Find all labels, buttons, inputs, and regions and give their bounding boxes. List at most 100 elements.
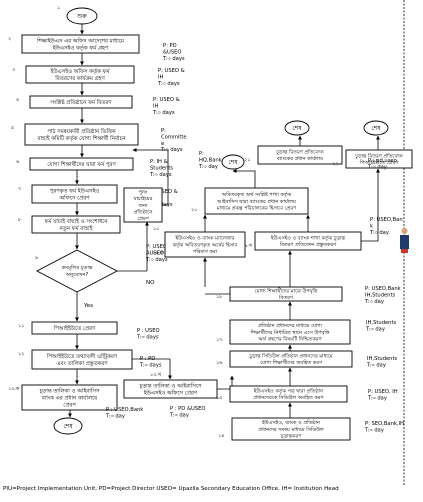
- end-terminal: [221, 154, 245, 170]
- agent-note: T:৩ day: [367, 164, 387, 170]
- agent-note: T:৩ day: [366, 362, 386, 368]
- left-box-9: [31, 349, 133, 370]
- agent-note: T:৩ day: [367, 395, 387, 401]
- footer-legend: PIU=Project Implementation Unit, PD=Proj…: [3, 486, 339, 492]
- end-terminal-label: শেষ: [371, 125, 381, 132]
- right-box-4: [254, 231, 362, 251]
- agent-note: T:৩ day: [364, 299, 384, 305]
- right-box-3-text: মাধ্যমে প্রকল্প পরিচালকের হিসাবে প্রেরণ: [216, 205, 297, 211]
- agent-note: P: USEO,Bank: [365, 286, 401, 292]
- no-label: NO: [146, 280, 155, 286]
- agent-note: P : USEO: [137, 328, 160, 334]
- agent-note: P:: [199, 151, 204, 157]
- person-icon: [400, 228, 409, 253]
- return-arrow: [132, 148, 169, 206]
- agent-note: P: SEO,Bank,IH: [365, 421, 404, 427]
- left-box-9-text: পিআইইউতে তথ্যাবলী এন্ট্রিকরণ: [46, 353, 118, 360]
- left-box-8-text: পিআইইউতে প্রেরণ: [53, 325, 96, 332]
- left-box-6-text: অফিসে প্রেরণ: [58, 195, 90, 201]
- step-number: ২০: [191, 208, 197, 213]
- decision-text: অনুমোদন?: [65, 272, 89, 278]
- agent-note: T:৩ days: [145, 257, 168, 263]
- right-box-9-text: ইউএসইও কর্তৃক পত্র দ্বারা প্রতিষ্ঠান: [253, 387, 324, 394]
- right-box-7-text: প্রতিষ্ঠান প্রধানদের মাধ্যমে যোগ্য: [258, 322, 323, 329]
- agent-note: T:৩ day: [169, 412, 189, 418]
- agent-note: P: USEO &: [153, 97, 180, 103]
- right-box-5-text: পরিমাণ করা: [193, 249, 218, 255]
- agent-note: T:৩ days: [136, 334, 159, 340]
- end-terminal: [284, 120, 310, 136]
- left-box-7: [31, 215, 121, 234]
- step-number: ১: [57, 6, 60, 11]
- left-box-4: [24, 123, 139, 146]
- agent-note: Committe: [161, 134, 187, 140]
- end-terminal: [363, 120, 389, 136]
- agent-note: P:: [161, 128, 166, 134]
- step-number: ১০: [153, 227, 159, 232]
- left-box-1-text: শিক্ষাইউএস এর অফিস আদেশের মাধ্যমে: [36, 37, 124, 44]
- right-box-4-text: বিতরণ প্রতিবেদন প্রস্তুতকরণ: [279, 242, 338, 248]
- right-box-5: [164, 231, 246, 258]
- person-icon-body: [400, 235, 409, 249]
- flow-arrow: [361, 168, 380, 242]
- agent-note: P: IH &: [150, 159, 168, 165]
- right-box-9: [229, 385, 348, 403]
- step-number: ৬: [16, 160, 20, 165]
- agent-note: P: USEO &: [151, 189, 178, 195]
- list-box: [123, 379, 218, 399]
- right-box-1-text: চূড়ান্ত বিতরণ প্রতিবেদন: [275, 149, 324, 155]
- agent-note: P : pd,useo: [368, 158, 397, 164]
- agent-note: IH,Students: [367, 356, 398, 362]
- step-number: ১৩.ক: [8, 387, 20, 392]
- decision-text: কমমূলির চূড়ান্ত: [61, 265, 93, 271]
- left-box-4-text: পাঠ সমন্বয়কারী প্রতিষ্ঠান ভিত্তিক: [47, 128, 116, 135]
- agent-note: P: PD: [163, 43, 177, 49]
- right-box-10-text: প্রধানদের সমন্বয় মাধ্যমে সিডিউল: [258, 426, 324, 433]
- end-terminal-label: শেষ: [63, 423, 73, 430]
- step-number: ৮: [18, 218, 22, 223]
- left-box-7-text: ফর্ম যাচাই বাছাই ও সংশোধনে: [43, 218, 108, 225]
- step-number: ১৭: [216, 338, 222, 343]
- start-terminal: [66, 7, 98, 25]
- agent-note: T:৩ days: [149, 172, 172, 178]
- agent-note: P: USEO, IH: [368, 389, 398, 395]
- step-number: ২২: [332, 162, 338, 167]
- left-box-6: [31, 184, 118, 204]
- flow-arrow: [232, 169, 256, 188]
- right-box-3-text: আইবাসিস দ্বারা ব্যাংকের প্রধান কার্যালয়: [216, 198, 297, 205]
- list-box-text: চূড়ান্ত তালিকা ও আইবাসিসে: [138, 383, 202, 389]
- resubmit-box-text: জন্য: [138, 203, 148, 209]
- step-number: ১৯.খ: [241, 244, 253, 249]
- left-box-4-text: বাছাই কমিটি কর্তৃক যোগ্য শিক্ষার্থী নির্…: [36, 135, 126, 142]
- left-box-2-text: বিতরণের কার্যক্রম গ্রহণ: [54, 75, 105, 82]
- agent-note: T:৩ day: [364, 427, 384, 433]
- left-box-7-text: নতুন ফর্ম বাছাই: [58, 225, 92, 232]
- agent-note: T:৩ days: [160, 147, 183, 153]
- agent-note: e: [161, 141, 164, 147]
- step-number: ১৬: [216, 361, 223, 366]
- left-box-1: [21, 34, 140, 54]
- right-box-9-text: প্রধানদেরকে সিডিউল অবহিত করণ: [253, 394, 324, 401]
- left-box-9-text: এবং তালিকা প্রস্তুতকরণ: [56, 361, 108, 367]
- resubmit-box-text: যাচাইয়ের: [133, 196, 153, 202]
- right-box-2-text: পিআইইউতে প্রেরণ: [359, 159, 400, 166]
- agent-note: T:৩ days: [139, 362, 162, 368]
- agent-note: T:৩ day: [105, 413, 125, 419]
- right-box-2-text: চূড়ান্ত বিতরণ প্রতিবেদন: [354, 153, 403, 159]
- left-box-5-text: যোগ্য শিক্ষার্থীদের দ্বারা ফর্ম পূরণ: [47, 161, 116, 168]
- left-box-10-text: প্রেরণ: [63, 402, 76, 408]
- agent-note: T:৩ day: [198, 164, 218, 170]
- decision-diamond: [36, 249, 118, 293]
- right-box-1-text: ব্যাংকের প্রধান কার্যালয়: [276, 155, 324, 162]
- resubmit-box: [123, 187, 163, 223]
- left-box-3: [29, 95, 133, 109]
- resubmit-box-text: পুনঃ: [138, 190, 147, 196]
- step-number: ৯: [35, 256, 38, 261]
- left-box-10-text: ব্যাংক এর প্রধান কার্যালয়ে: [41, 394, 98, 401]
- agent-note: &USEO: [163, 49, 182, 55]
- step-number: ১৪: [218, 434, 224, 439]
- connector-arrows: [68, 24, 380, 418]
- left-box-1-text: ইউএসইও কর্তৃক ফর্ম গ্রহণ: [52, 44, 109, 51]
- right-box-4-text: ইউএসইও ও ব্যাংক শাখা কর্তৃক চূড়ান্ত: [270, 234, 345, 241]
